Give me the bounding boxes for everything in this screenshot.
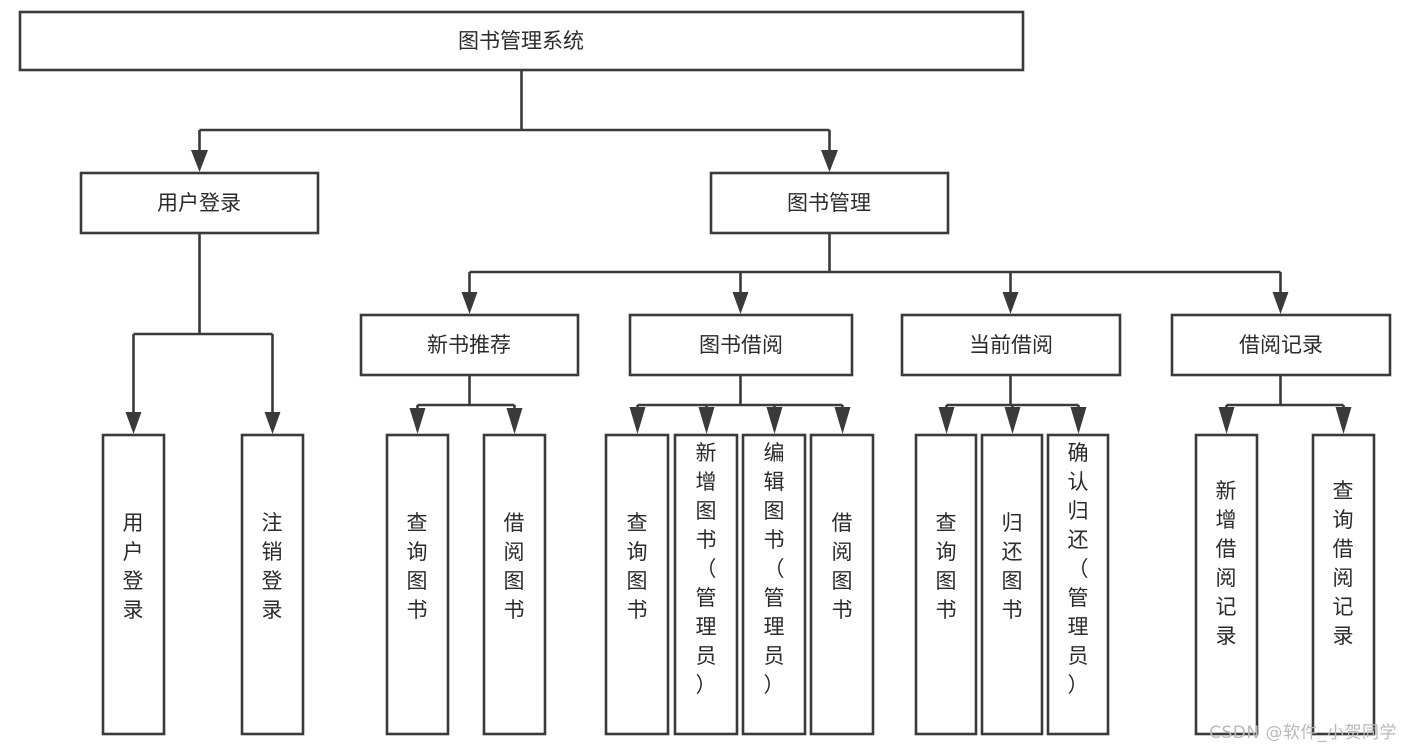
arrow-new-books-to-leaf-2 — [506, 408, 523, 434]
node-leaf-query-books-borrow[interactable]: 查询图书 — [604, 433, 670, 736]
node-leaf-query-books-current-box[interactable] — [914, 433, 978, 736]
arrow-book-mgmt-to-borrow — [732, 292, 749, 314]
node-leaf-query-books-recommend-label: 查询图书 — [407, 511, 428, 622]
node-leaf-query-books-current-label: 查询图书 — [936, 511, 957, 622]
node-leaf-edit-book-admin-label: 编辑图书（管理员） — [764, 441, 785, 697]
node-leaf-borrow-books-recommend-box[interactable] — [482, 433, 547, 736]
arrow-user-login-to-leaf-2 — [264, 412, 281, 434]
arrow-records-to-leaf-2 — [1335, 407, 1352, 434]
arrow-borrow-to-leaf-1 — [629, 407, 646, 434]
node-leaf-query-books-borrow-box[interactable] — [604, 433, 670, 736]
node-root-book-management-system[interactable]: 图书管理系统 — [18, 10, 1025, 72]
node-new-book-recommend[interactable]: 新书推荐 — [359, 313, 580, 377]
node-leaf-query-borrow-record-label: 查询借阅记录 — [1333, 479, 1354, 648]
node-leaf-edit-book-admin-box[interactable] — [741, 433, 807, 736]
node-leaf-add-book-admin[interactable]: 新增图书（管理员） — [673, 433, 739, 736]
node-leaf-logout-box[interactable] — [240, 433, 305, 736]
node-book-borrow-label: 图书借阅 — [699, 333, 783, 357]
node-leaf-user-login[interactable]: 用户登录 — [101, 433, 166, 736]
node-leaf-query-books-borrow-label: 查询图书 — [627, 511, 648, 622]
node-borrow-records-label: 借阅记录 — [1239, 333, 1323, 357]
node-leaf-query-books-current[interactable]: 查询图书 — [914, 433, 978, 736]
csdn-watermark: CSDN @软件_小贺同学 — [1209, 723, 1397, 743]
node-current-borrow[interactable]: 当前借阅 — [900, 313, 1122, 377]
node-leaf-confirm-return-admin-label: 确认归还（管理员） — [1068, 441, 1089, 697]
node-leaf-borrow-books-recommend[interactable]: 借阅图书 — [482, 433, 547, 736]
node-current-borrow-box[interactable] — [900, 313, 1122, 377]
node-leaf-logout[interactable]: 注销登录 — [240, 433, 305, 736]
node-root-box[interactable] — [18, 10, 1025, 72]
arrow-new-books-to-leaf-1 — [409, 408, 426, 434]
arrow-borrow-to-leaf-4 — [834, 407, 851, 434]
node-leaf-add-book-admin-label: 新增图书（管理员） — [696, 441, 717, 697]
node-leaf-query-borrow-record[interactable]: 查询借阅记录 — [1311, 433, 1376, 736]
arrow-current-to-leaf-2 — [1004, 407, 1021, 434]
arrow-root-to-user-login — [191, 150, 208, 172]
node-book-management-label: 图书管理 — [787, 191, 871, 215]
node-root-label: 图书管理系统 — [458, 29, 584, 53]
arrow-records-to-leaf-1 — [1218, 407, 1235, 434]
node-leaf-logout-label: 注销登录 — [262, 511, 283, 622]
node-leaf-return-books[interactable]: 归还图书 — [980, 433, 1044, 736]
arrow-borrow-to-leaf-2 — [698, 407, 715, 434]
node-book-borrow-box[interactable] — [628, 313, 854, 377]
node-leaf-borrow-books-borrow-box[interactable] — [809, 433, 875, 736]
node-user-login-label: 用户登录 — [157, 191, 241, 215]
node-leaf-user-login-label: 用户登录 — [123, 511, 144, 622]
node-leaf-add-borrow-record-box[interactable] — [1194, 433, 1259, 736]
node-leaf-user-login-box[interactable] — [101, 433, 166, 736]
node-leaf-borrow-books-borrow-label: 借阅图书 — [832, 511, 853, 622]
node-user-login[interactable]: 用户登录 — [79, 171, 320, 235]
arrow-root-to-book-mgmt — [821, 150, 838, 172]
arrow-book-mgmt-to-new-books — [461, 292, 478, 314]
node-book-management[interactable]: 图书管理 — [709, 171, 950, 235]
node-leaf-query-books-recommend[interactable]: 查询图书 — [385, 433, 450, 736]
node-book-borrow[interactable]: 图书借阅 — [628, 313, 854, 377]
arrow-current-to-leaf-3 — [1070, 407, 1087, 434]
node-book-management-box[interactable] — [709, 171, 950, 235]
node-borrow-records[interactable]: 借阅记录 — [1170, 313, 1392, 377]
node-leaf-confirm-return-admin-box[interactable] — [1046, 433, 1110, 736]
connector-layer — [125, 70, 1352, 434]
node-leaf-confirm-return-admin[interactable]: 确认归还（管理员） — [1046, 433, 1110, 736]
node-leaf-query-books-recommend-box[interactable] — [385, 433, 450, 736]
node-leaf-return-books-label: 归还图书 — [1002, 511, 1023, 622]
node-borrow-records-box[interactable] — [1170, 313, 1392, 377]
arrow-book-mgmt-to-records — [1272, 292, 1289, 314]
node-new-book-recommend-label: 新书推荐 — [427, 333, 511, 357]
node-leaf-add-book-admin-box[interactable] — [673, 433, 739, 736]
arrow-current-to-leaf-1 — [938, 407, 955, 434]
node-leaf-return-books-box[interactable] — [980, 433, 1044, 736]
arrow-borrow-to-leaf-3 — [766, 407, 783, 434]
node-new-book-recommend-box[interactable] — [359, 313, 580, 377]
node-current-borrow-label: 当前借阅 — [969, 333, 1053, 357]
node-leaf-add-borrow-record-label: 新增借阅记录 — [1216, 479, 1237, 648]
node-leaf-borrow-books-borrow[interactable]: 借阅图书 — [809, 433, 875, 736]
node-user-login-box[interactable] — [79, 171, 320, 235]
node-leaf-edit-book-admin[interactable]: 编辑图书（管理员） — [741, 433, 807, 736]
node-leaf-query-borrow-record-box[interactable] — [1311, 433, 1376, 736]
node-leaf-borrow-books-recommend-label: 借阅图书 — [504, 511, 525, 622]
node-leaf-add-borrow-record[interactable]: 新增借阅记录 — [1194, 433, 1259, 736]
arrow-user-login-to-leaf-1 — [125, 412, 142, 434]
arrow-book-mgmt-to-current — [1002, 292, 1019, 314]
